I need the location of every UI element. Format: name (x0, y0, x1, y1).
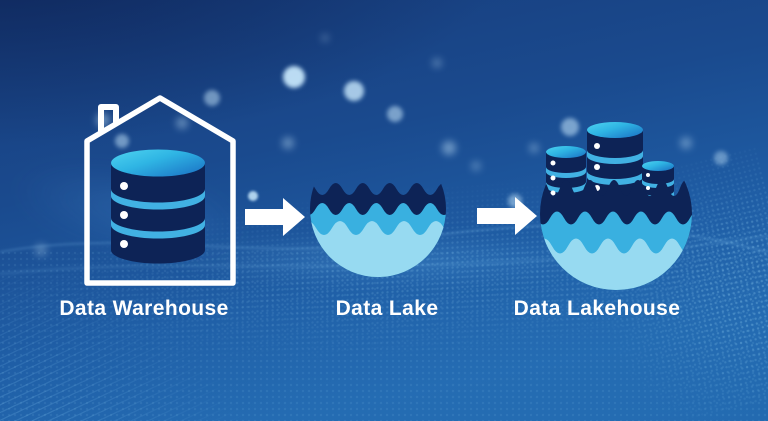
chimney (98, 104, 119, 134)
lakehouse-bowl (540, 180, 692, 290)
data-lakehouse-icon (540, 122, 692, 290)
data-warehouse-icon (84, 95, 236, 286)
arrow-right-icon (245, 198, 305, 236)
house-outline (84, 95, 236, 286)
database-cylinder (111, 149, 205, 264)
data-lake-icon (310, 183, 446, 277)
arrow-right-icon (477, 197, 537, 235)
